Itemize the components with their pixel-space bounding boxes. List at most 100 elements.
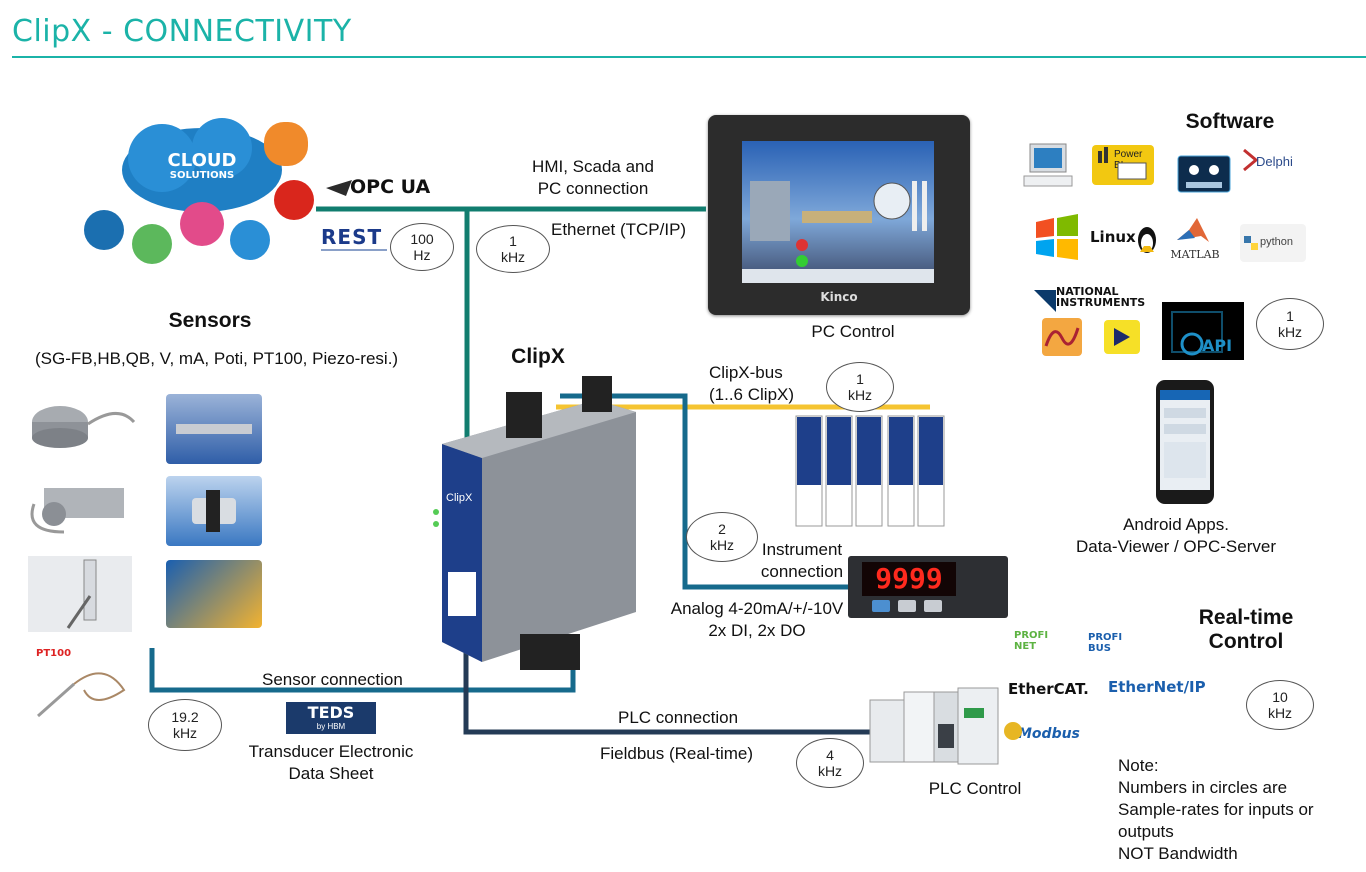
rate-rest-value: 100 <box>410 231 434 247</box>
rate-fieldbus-value: 4 <box>826 747 834 763</box>
fieldbus-label: Fieldbus (Real-time) <box>600 744 754 763</box>
api-text: API <box>1202 336 1233 355</box>
plc-device <box>868 684 1002 768</box>
analog-label: Analog 4-20mA/+/-10V 2x DI, 2x DO <box>652 598 862 642</box>
rest-logo: REST <box>321 225 383 249</box>
teds-label-line1: Transducer Electronic <box>248 742 414 761</box>
matlab-text: MATLAB <box>1170 248 1220 261</box>
sensor-potentiometer <box>28 556 132 632</box>
ethernet-label: Ethernet (TCP/IP) <box>551 220 687 239</box>
rate-fieldbus-unit: kHz <box>817 763 843 779</box>
hmi-screen <box>742 141 934 283</box>
clipx-modules-row <box>794 414 946 530</box>
display-button-2 <box>898 600 916 612</box>
pc-control-panel: Kinco <box>708 115 970 315</box>
note-line2: Numbers in circles are <box>1118 778 1288 797</box>
android-label-line1: Android Apps. <box>1123 515 1229 534</box>
power-bi-logo: Power BI <box>1092 145 1154 185</box>
rate-realtime-unit: kHz <box>1267 705 1293 721</box>
profinet-logo: PROFI NET <box>1014 630 1049 652</box>
delphi-text: Delphi <box>1256 154 1293 169</box>
pt100-label: PT100 <box>36 648 72 659</box>
realtime-heading-line1: Real-time <box>1198 606 1294 629</box>
note-line3: Sample-rates for inputs or <box>1118 800 1314 819</box>
rate-realtime-value: 10 <box>1272 689 1288 705</box>
phone-screen <box>1160 390 1210 490</box>
matlab-logo: MATLAB <box>1166 216 1224 266</box>
sensors-heading: Sensors <box>168 309 252 332</box>
plc-connection-label: PLC connection <box>618 708 739 727</box>
plc-control-label: PLC Control <box>928 779 1022 798</box>
panel-meter-display: 9999 <box>848 556 1008 618</box>
labview-icon <box>1104 320 1140 354</box>
profibus-logo: PROFI BUS <box>1088 632 1123 654</box>
rate-instrument-value: 2 <box>718 521 726 537</box>
clipx-label: ClipX <box>511 345 565 368</box>
linux-text: Linux <box>1090 228 1136 246</box>
rate-software-value: 1 <box>1286 308 1294 324</box>
note-line5: NOT Bandwidth <box>1118 844 1238 863</box>
android-label: Android Apps. Data-Viewer / OPC-Server <box>1050 514 1302 558</box>
cloud-title-line2: SOLUTIONS <box>169 170 235 181</box>
rate-ethernet-unit: kHz <box>500 249 526 265</box>
ethernet-ip-logo: EtherNet/IP <box>1108 678 1206 696</box>
cloud-title-line1: CLOUD <box>167 150 237 171</box>
rate-sensor-unit: kHz <box>172 725 198 741</box>
software-heading: Software <box>1185 110 1275 133</box>
clipx-device-text: ClipX <box>446 492 473 504</box>
python-text: python <box>1260 236 1294 248</box>
rate-ethernet-value: 1 <box>509 233 517 249</box>
sensor-connection-label: Sensor connection <box>262 670 403 689</box>
hmi-label-line2: PC connection <box>537 179 649 198</box>
display-value: 9999 <box>875 562 943 595</box>
rate-sensor-value: 19.2 <box>171 709 199 725</box>
python-logo: python <box>1240 224 1306 262</box>
sensor-photo-1 <box>166 394 262 464</box>
realtime-heading: Real-time Control <box>1166 606 1326 654</box>
rate-bus-unit: kHz <box>847 387 873 403</box>
opc-ua-text: OPC UA <box>350 176 431 198</box>
teds-text: TEDS <box>307 703 355 722</box>
teds-label: Transducer Electronic Data Sheet <box>222 741 440 785</box>
title-underline <box>12 56 1366 58</box>
rest-logo-subline <box>321 249 387 251</box>
page-title: ClipX - CONNECTIVITY <box>12 14 352 49</box>
instrument-line <box>560 393 850 590</box>
display-screen <box>862 562 956 596</box>
sensor-photo-2 <box>166 476 262 546</box>
android-label-line2: Data-Viewer / OPC-Server <box>1076 537 1276 556</box>
clipx-bus-label: ClipX-bus (1..6 ClipX) <box>709 362 794 406</box>
note-box: Note: Numbers in circles are Sample-rate… <box>1118 755 1314 865</box>
windows-logo <box>1032 214 1080 264</box>
note-line4: outputs <box>1118 822 1174 841</box>
signal-analyzer-icon <box>1042 318 1082 356</box>
instrument-label-line2: connection <box>760 562 844 581</box>
plc-line <box>463 645 875 735</box>
ethernet-line <box>316 206 706 445</box>
realtime-heading-line2: Control <box>1208 630 1284 653</box>
pc-control-label: PC Control <box>811 322 895 341</box>
sensor-photo-3 <box>166 560 262 628</box>
rate-software-unit: kHz <box>1277 324 1303 340</box>
rate-instrument-unit: kHz <box>709 537 735 553</box>
teds-by-text: by HBM <box>316 722 346 731</box>
teds-label-line2: Data Sheet <box>288 764 374 783</box>
display-button-3 <box>924 600 942 612</box>
clipx-device: ClipX <box>416 372 648 672</box>
clipx-bus-line1: ClipX-bus <box>709 363 783 382</box>
analog-label-line2: 2x DI, 2x DO <box>708 621 806 640</box>
instrument-label-line1: Instrument <box>761 540 843 559</box>
pt100-sensor <box>34 660 130 720</box>
clipx-bus-line2: (1..6 ClipX) <box>709 385 795 404</box>
modbus-logo: Modbus <box>1018 726 1080 742</box>
teds-logo: TEDS by HBM <box>286 702 376 734</box>
sensor-load-cell-2 <box>24 474 134 538</box>
cloud-solutions-graphic: CLOUD SOLUTIONS <box>82 110 314 268</box>
